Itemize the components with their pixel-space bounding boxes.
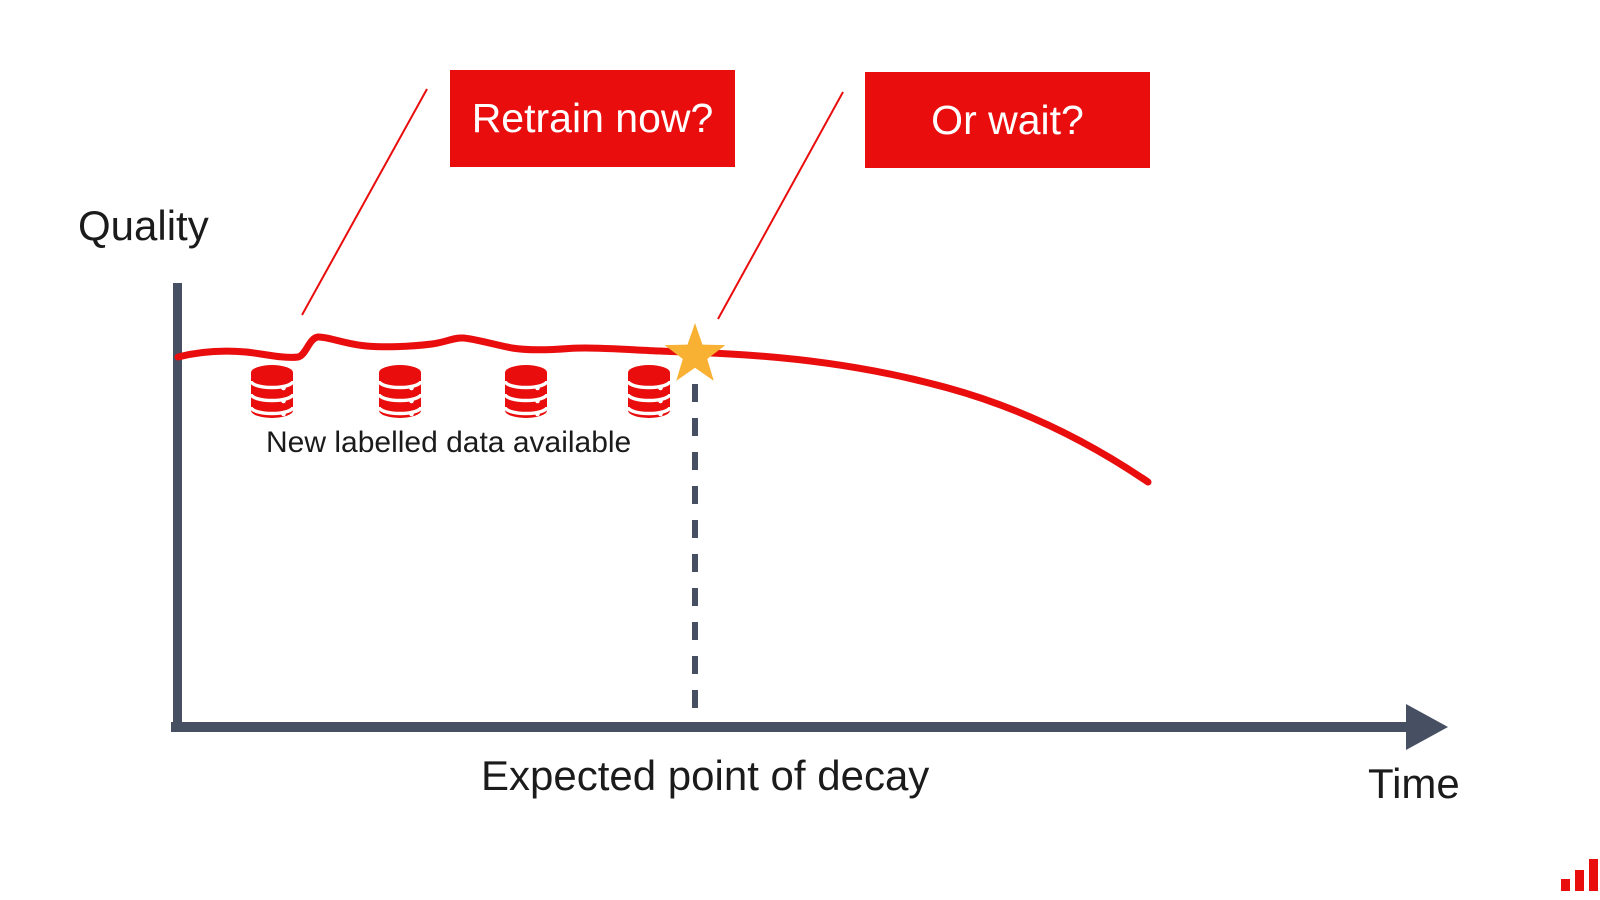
y-axis-label: Quality [78,202,209,249]
x-axis [171,722,1412,732]
database-icon [503,363,549,420]
star-icon [664,323,726,381]
retrain-callout-label: Retrain now? [471,95,714,141]
database-icon [377,363,423,420]
logo-bar [1561,879,1570,891]
y-axis [173,283,182,732]
bar-chart-logo [1561,859,1598,891]
database-icon [249,363,295,420]
quality-curve [174,333,1152,486]
decay-point-label: Expected point of decay [481,752,930,799]
wait-callout: Or wait? [865,72,1150,168]
retrain-callout: Retrain now? [450,70,735,167]
logo-bar [1575,870,1584,891]
wait-pointer-line [717,91,844,320]
new-data-label: New labelled data available [266,426,632,459]
database-icon [626,363,672,420]
wait-callout-label: Or wait? [931,96,1084,143]
retrain-pointer-line [301,88,428,316]
x-axis-label: Time [1368,760,1460,807]
x-axis-arrow-icon [1406,704,1448,750]
logo-bar [1589,859,1598,891]
